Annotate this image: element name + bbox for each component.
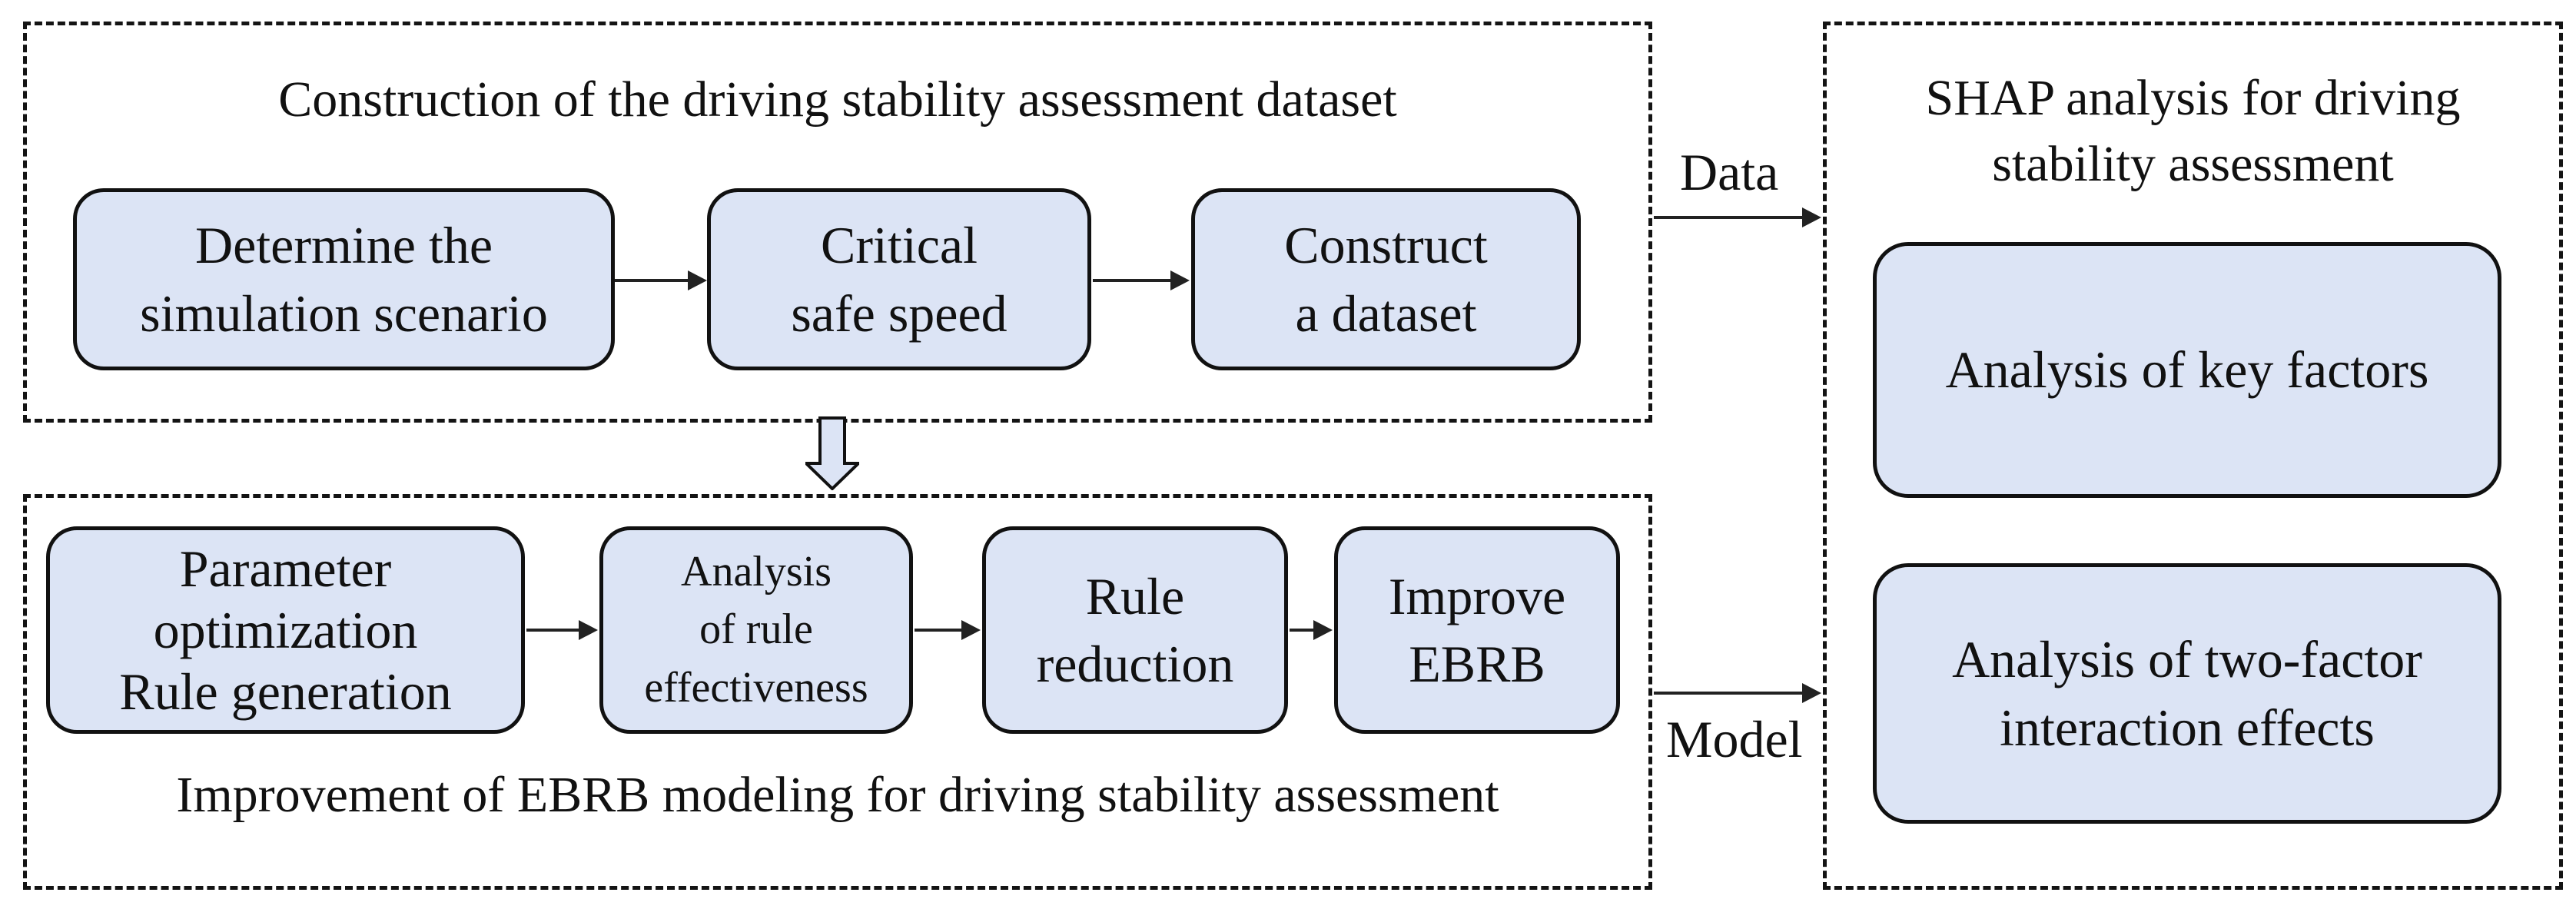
- arrow-parameter-to-analysis: [526, 620, 598, 640]
- panel-shap-analysis: SHAP analysis for driving stability asse…: [1823, 22, 2563, 890]
- arrowhead-icon: [961, 620, 981, 640]
- arrow-model-to-shap: [1654, 683, 1821, 703]
- arrowhead-icon: [1802, 683, 1821, 703]
- node-label-line: simulation scenario: [140, 284, 548, 343]
- node-rule-reduction: Rule reduction: [982, 526, 1288, 734]
- node-parameter-optimization-rule-generation: Parameter optimization Rule generation: [46, 526, 525, 734]
- panel-title-ebrb-improvement: Improvement of EBRB modeling for driving…: [176, 767, 1499, 823]
- node-label-line: Critical: [821, 216, 978, 275]
- arrow-data-to-shap: [1654, 207, 1821, 227]
- panel-title-shap-analysis: SHAP analysis for driving stability asse…: [1827, 65, 2559, 197]
- node-construct-dataset: Construct a dataset: [1191, 188, 1581, 370]
- arrow-shaft: [1654, 216, 1802, 219]
- arrow-determine-to-critical: [615, 270, 707, 290]
- arrow-shaft: [915, 629, 961, 632]
- down-block-arrow-icon: [805, 416, 859, 490]
- node-label-line: Analysis of key factors: [1945, 340, 2429, 400]
- node-label-line: Parameter: [179, 539, 392, 598]
- node-label-line: reduction: [1036, 635, 1234, 693]
- node-determine-simulation-scenario: Determine the simulation scenario: [73, 188, 615, 370]
- arrowhead-icon: [1313, 620, 1333, 640]
- arrowhead-icon: [688, 270, 707, 290]
- node-label-line: Analysis: [681, 547, 832, 595]
- node-label-line: Construct: [1284, 216, 1488, 275]
- node-label-line: safe speed: [791, 284, 1007, 343]
- arrowhead-icon: [1802, 207, 1821, 227]
- model-flow-label: Model: [1666, 710, 1803, 768]
- node-label-line: Improve: [1388, 566, 1566, 625]
- panel-ebrb-improvement: Improvement of EBRB modeling for driving…: [23, 494, 1652, 890]
- arrow-shaft: [1290, 629, 1313, 632]
- arrowhead-icon: [1170, 270, 1190, 290]
- node-label-line: Determine the: [194, 216, 493, 275]
- node-label-line: a dataset: [1295, 284, 1477, 343]
- node-label-line: optimization: [153, 600, 418, 659]
- arrow-shaft: [1093, 279, 1170, 282]
- panel-title-line: SHAP analysis for driving: [1925, 70, 2461, 126]
- node-analysis-of-key-factors: Analysis of key factors: [1873, 242, 2501, 498]
- node-label-line: effectiveness: [644, 663, 868, 712]
- arrow-analysis-to-reduction: [915, 620, 981, 640]
- arrow-reduction-to-improve: [1290, 620, 1333, 640]
- node-label-line: EBRB: [1409, 635, 1545, 693]
- node-improve-ebrb: Improve EBRB: [1334, 526, 1620, 734]
- node-label-line: interaction effects: [2000, 698, 2375, 757]
- arrow-shaft: [1654, 692, 1802, 695]
- panel-title-line: stability assessment: [1992, 135, 2394, 192]
- node-critical-safe-speed: Critical safe speed: [707, 188, 1091, 370]
- arrow-shaft: [615, 279, 688, 282]
- node-label-line: Analysis of two-factor: [1952, 630, 2422, 689]
- node-analysis-two-factor-interaction: Analysis of two-factor interaction effec…: [1873, 563, 2501, 824]
- node-label-line: of rule: [699, 605, 813, 654]
- arrow-critical-to-construct: [1093, 270, 1190, 290]
- panel-title-dataset-construction: Construction of the driving stability as…: [278, 71, 1397, 128]
- node-label-line: Rule: [1085, 566, 1185, 625]
- node-label-line: Rule generation: [119, 662, 452, 722]
- data-flow-label: Data: [1680, 143, 1779, 201]
- arrow-shaft: [526, 629, 579, 632]
- node-analysis-of-rule-effectiveness: Analysis of rule effectiveness: [599, 526, 913, 734]
- arrowhead-icon: [579, 620, 598, 640]
